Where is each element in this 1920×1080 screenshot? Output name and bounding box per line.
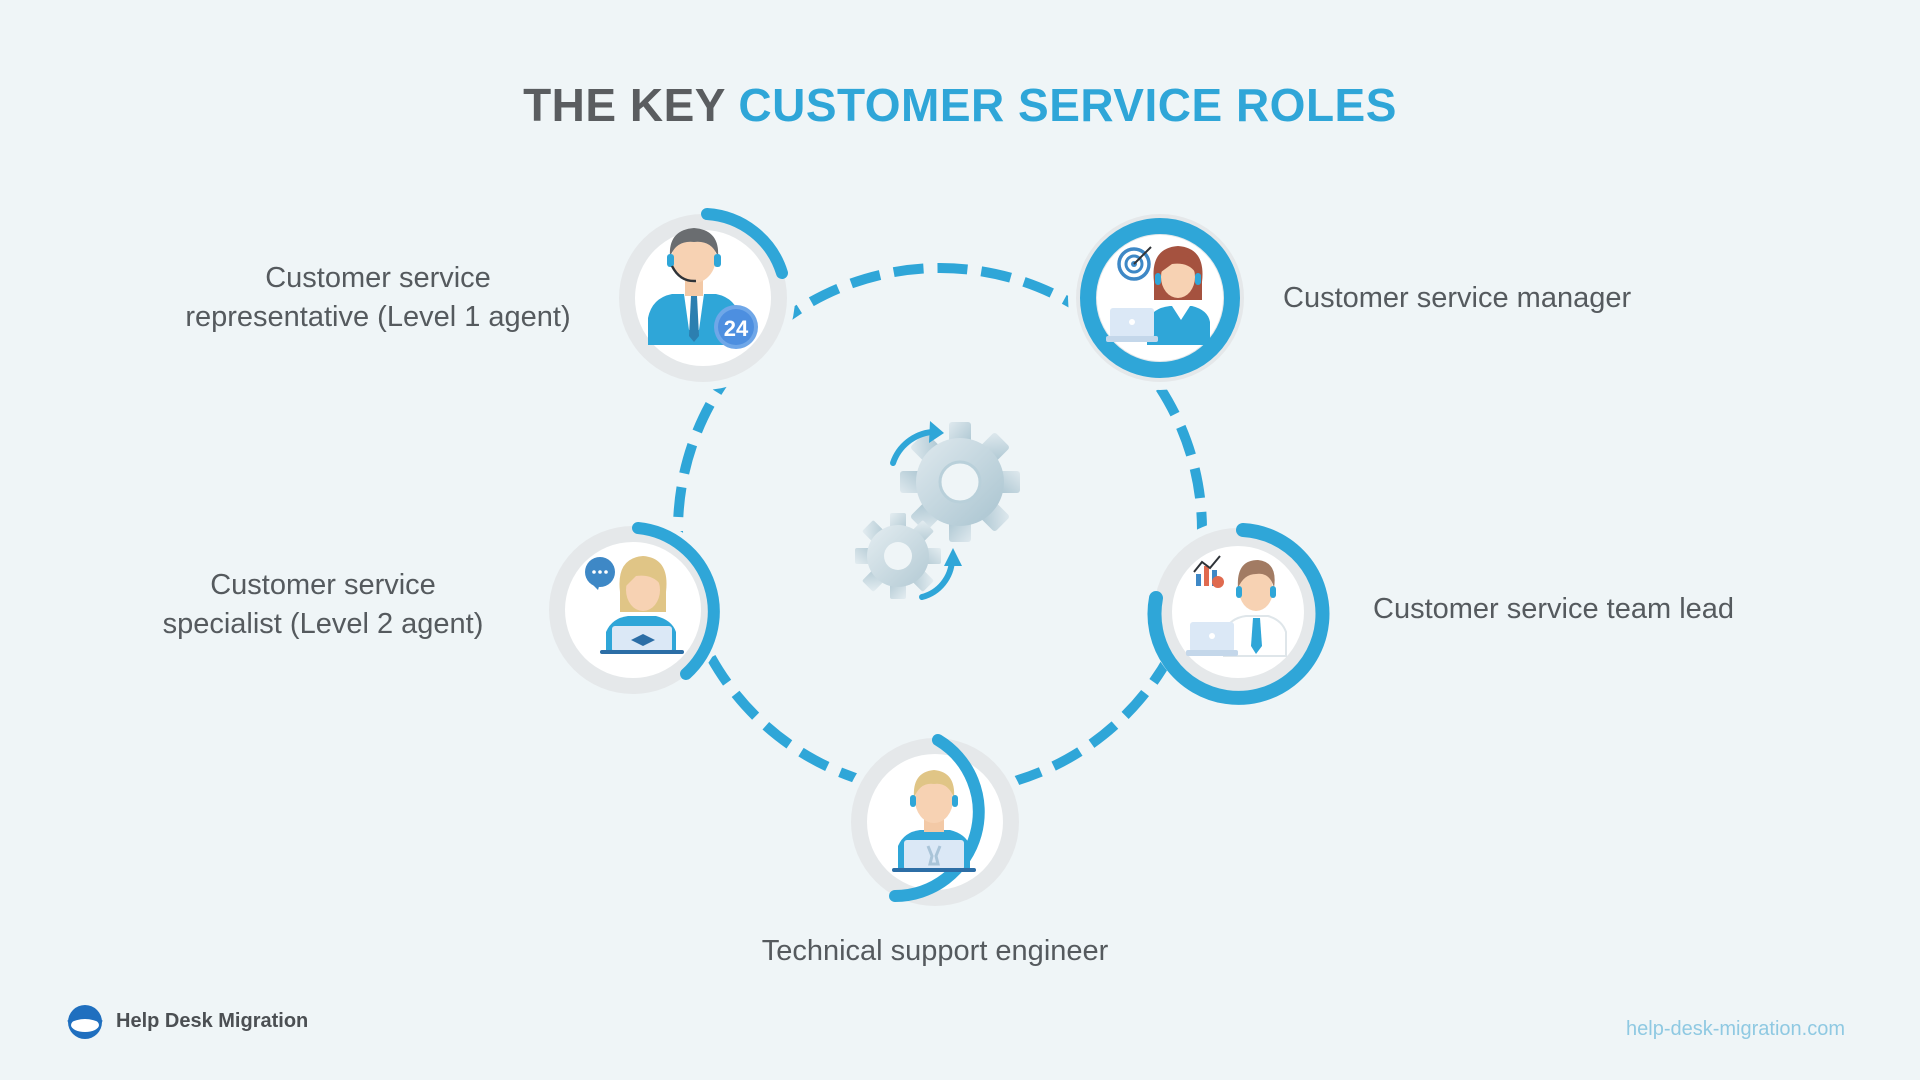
engineer-avatar-icon [892,770,976,872]
badge-text: 24 [724,316,749,341]
target-icon [1117,246,1152,281]
label-manager: Customer service manager [1283,279,1631,318]
help-desk-migration-logo-icon [67,1005,103,1039]
label-engineer: Technical support engineer [635,932,1235,971]
page-title: THE KEY CUSTOMER SERVICE ROLES [0,78,1920,132]
label-specialist: Customer service specialist (Level 2 age… [130,566,516,644]
label-representative: Customer service representative (Level 1… [150,259,606,337]
bar-chart-icon [1193,555,1224,588]
team-lead-avatar-icon [1186,560,1287,657]
footer-url[interactable]: help-desk-migration.com [1626,1018,1845,1040]
node-representative: 24 [611,206,795,390]
manager-avatar-icon [1106,246,1210,345]
label-specialist-line-1: Customer service [210,569,436,601]
center-gears-icon [855,421,1020,600]
hours-24-badge-icon: 24 [714,305,758,349]
node-manager [1068,206,1252,390]
chat-bubble-icon [585,557,615,590]
label-team-lead: Customer service team lead [1373,590,1734,629]
label-engineer-line-1: Technical support engineer [761,935,1109,967]
label-specialist-line-2: specialist (Level 2 agent) [162,608,484,640]
node-specialist [541,518,725,702]
footer-brand: Help Desk Migration [104,1010,308,1033]
node-team-lead [1146,520,1330,705]
node-engineer [843,730,1027,914]
footer-brand-text: Help Desk Migration [116,1010,309,1032]
label-manager-line-1: Customer service manager [1283,282,1632,314]
label-team-lead-line-1: Customer service team lead [1373,593,1735,625]
label-representative-line-2: representative (Level 1 agent) [185,301,571,333]
specialist-avatar-icon [600,556,684,654]
title-part-2: CUSTOMER SERVICE ROLES [738,79,1397,131]
label-representative-line-1: Customer service [265,262,491,294]
title-part-1: THE KEY [523,79,726,131]
